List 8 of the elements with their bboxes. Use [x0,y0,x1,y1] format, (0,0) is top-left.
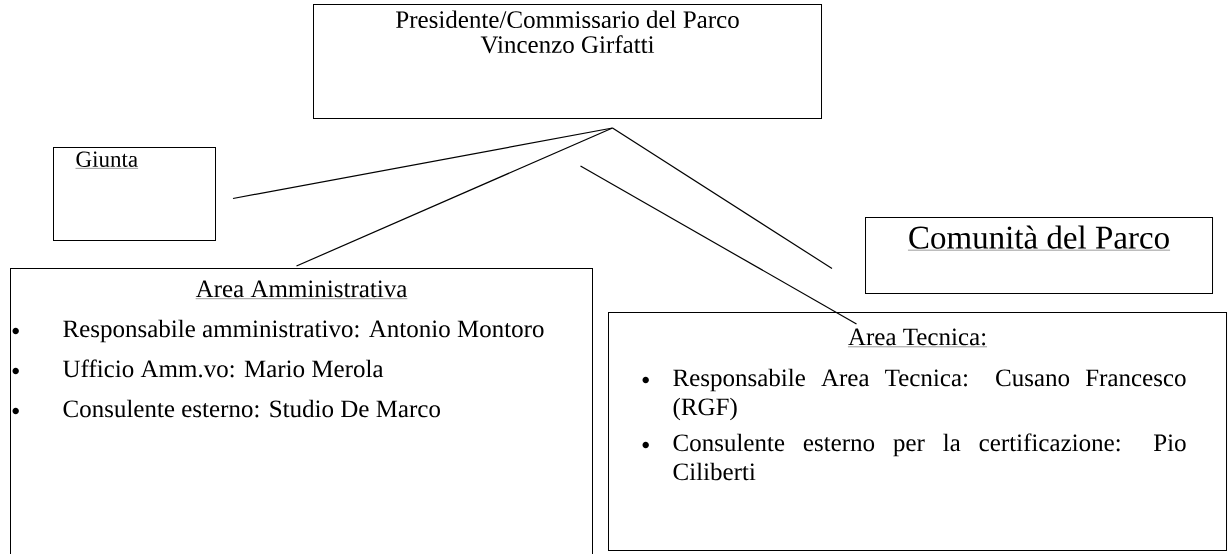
area-box: Area Tecnica: Responsabile Area Tecnica: Cusano Francesco (RGF) Consulente esterno per la certificazione: Pio Ciliberti [608,312,1227,551]
connector-line [295,127,614,267]
connector-line [579,165,858,325]
area-box: Area Amministrativa Responsabile amministrativo: Antonio Montoro Ufficio Amm.vo: Mario Merola Consulente esterno: Studio De Marco [10,268,593,554]
org-box: Presidente/Commissario del Parco Vincenzo Girfatti [313,4,822,119]
connector-line [611,127,833,270]
org-box: Giunta [53,147,216,241]
org-box: Comunità del Parco [865,217,1213,294]
